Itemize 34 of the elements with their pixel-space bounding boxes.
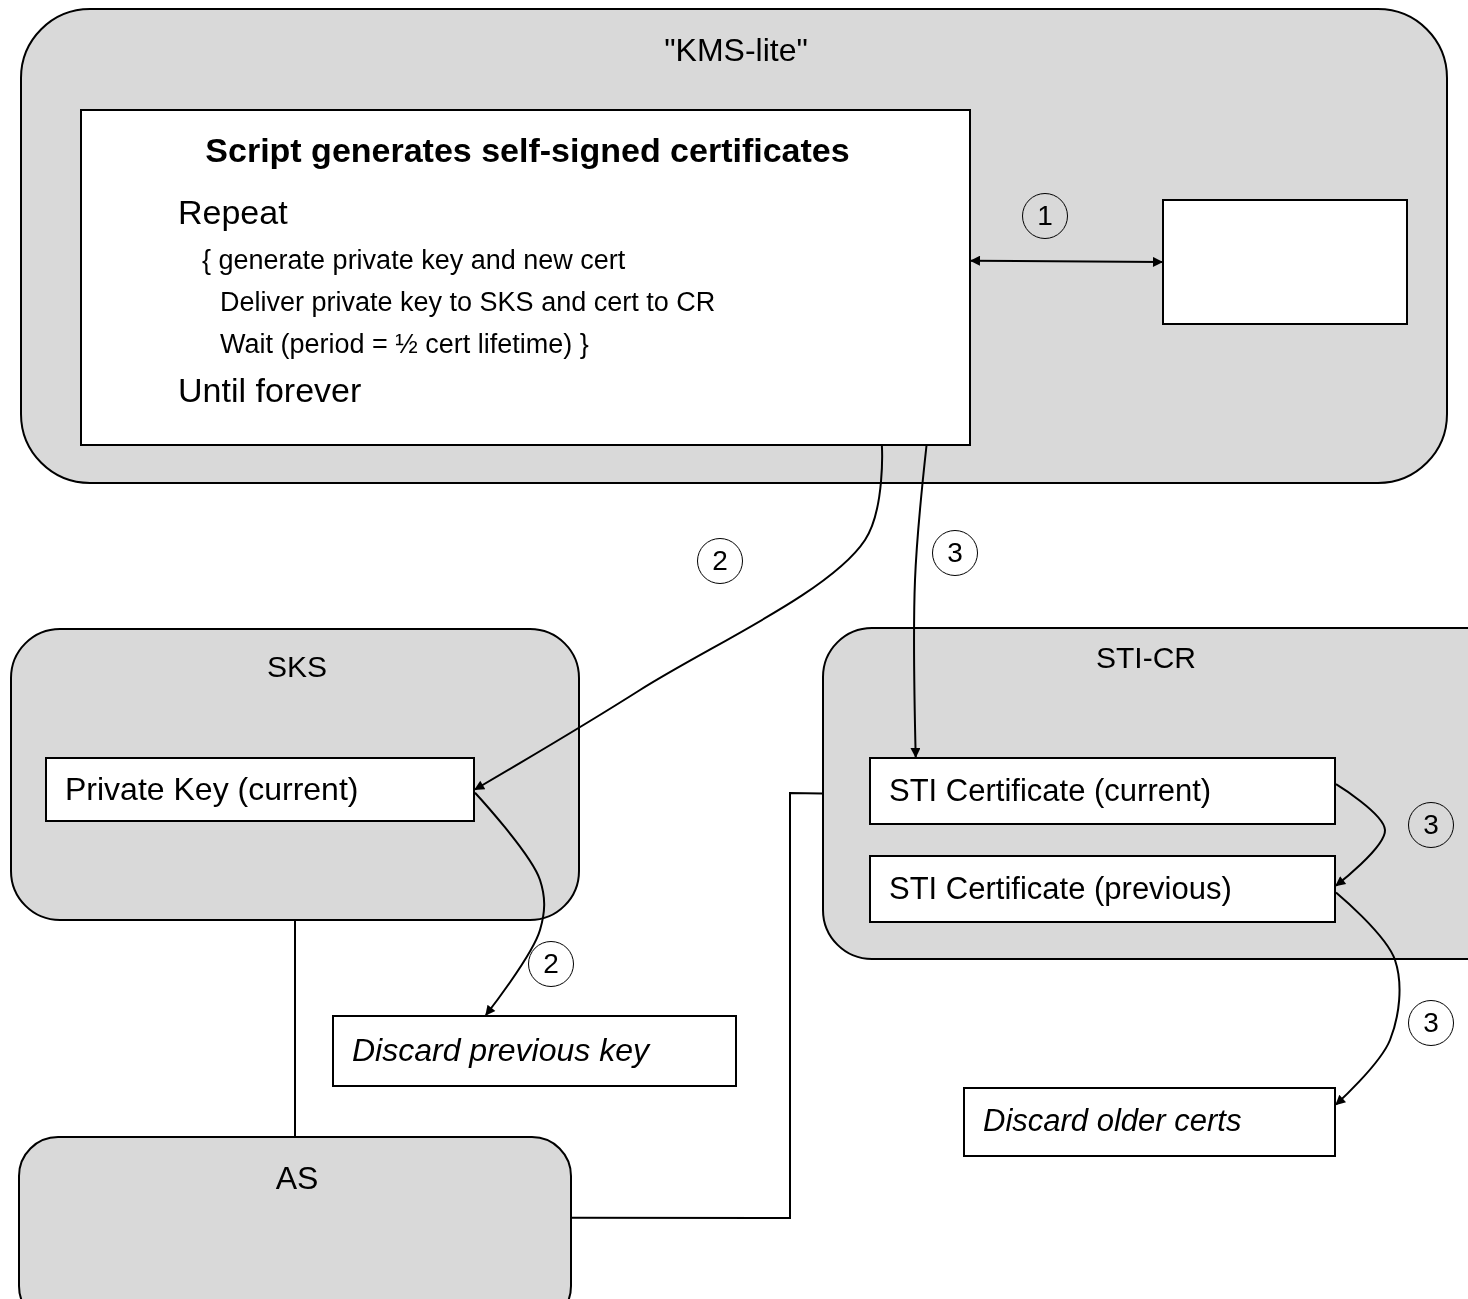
- script-box: [80, 109, 971, 446]
- store-container: [10, 628, 580, 921]
- arrow: [970, 255, 1163, 267]
- box-label: Discard previous key: [352, 1032, 649, 1069]
- discard-box: [332, 1015, 737, 1087]
- arrow: [474, 445, 884, 791]
- loop-keyword: Until forever: [178, 371, 362, 410]
- certificate-box: [869, 757, 1336, 825]
- arrow: [1335, 783, 1386, 887]
- box-heading: Script generates self-signed certificates: [204, 131, 851, 170]
- server-container: [18, 1136, 572, 1299]
- container-title: AS: [274, 1160, 320, 1197]
- box-label: Private Key (current): [65, 771, 359, 808]
- box-label: STI Certificate (current): [889, 773, 1212, 809]
- loop-step: { generate private key and new cert: [202, 245, 626, 276]
- loop-step: Wait (period = ½ cert lifetime) }: [220, 329, 589, 360]
- tool-box: [1162, 199, 1408, 325]
- certificate-box: [869, 855, 1336, 923]
- container-title: SKS: [266, 650, 328, 684]
- key-box: [45, 757, 475, 822]
- box-label: STI Certificate (previous): [889, 871, 1232, 907]
- container-title: STI-CR: [1095, 641, 1197, 675]
- loop-step: Deliver private key to SKS and cert to CR: [220, 287, 716, 318]
- loop-keyword: Repeat: [178, 193, 288, 232]
- discard-box: [963, 1087, 1336, 1157]
- connector-line: [294, 920, 296, 1137]
- system-container: [20, 8, 1448, 484]
- box-label: Discard older certs: [983, 1103, 1242, 1139]
- repository-container: [822, 627, 1468, 960]
- container-title: "KMS-lite": [663, 32, 809, 69]
- arrow: [1335, 891, 1401, 1106]
- connector-line: [571, 792, 823, 1219]
- arrow: [910, 445, 928, 758]
- arrow: [474, 791, 546, 1016]
